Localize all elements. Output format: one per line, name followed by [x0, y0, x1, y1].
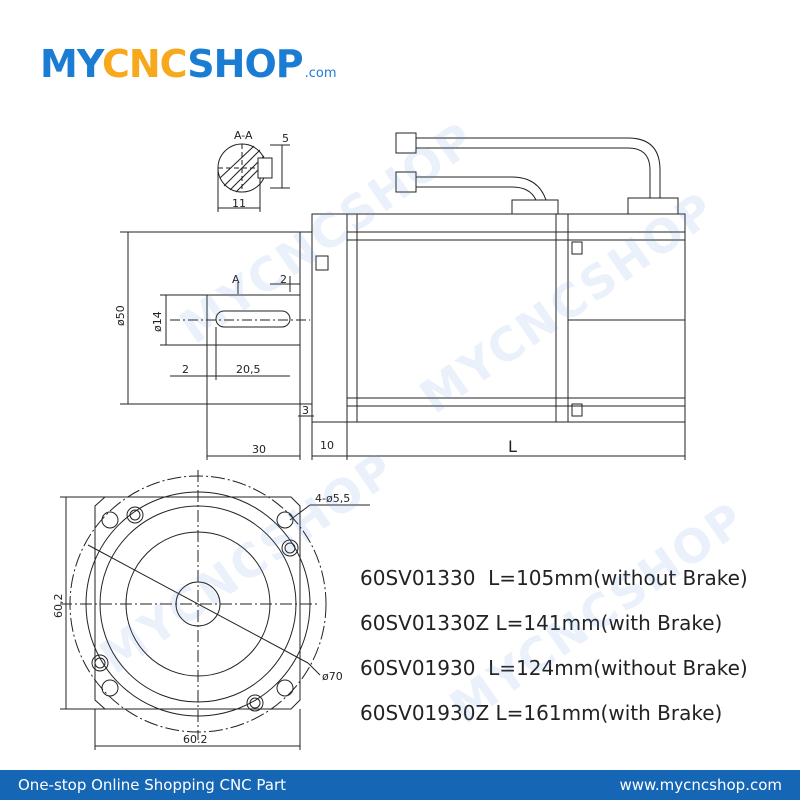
spec-item: 60SV01930Z L=161mm(with Brake) — [360, 701, 723, 725]
dim-key-depth: 11 — [232, 197, 246, 210]
logo-suffix: .com — [304, 66, 337, 81]
spec-list: 60SV01330 L=105mm(without Brake) 60SV013… — [360, 562, 748, 742]
footer-tagline: One-stop Online Shopping CNC Part — [18, 776, 287, 794]
dim-pcd: ø70 — [322, 670, 343, 683]
dim-square-width: 60.2 — [183, 733, 208, 746]
spec-item: 60SV01330 L=105mm(without Brake) — [360, 566, 748, 590]
footer-bar: One-stop Online Shopping CNC Part www.my… — [0, 770, 800, 800]
logo-my: MY — [40, 42, 103, 86]
dim-shaft-dia: ø14 — [151, 311, 164, 332]
dim-flange-step: 3 — [302, 404, 309, 417]
dim-flange-dia: ø50 — [114, 305, 127, 326]
footer-website-link[interactable]: www.mycncshop.com — [619, 776, 782, 794]
logo-cnc: CNC — [101, 42, 188, 86]
dim-square-height: 60,2 — [52, 594, 65, 619]
dim-body-length: L — [508, 437, 517, 456]
dim-key-offset: 2 — [280, 273, 287, 286]
logo-shop: SHOP — [187, 42, 303, 86]
spec-item: 60SV01930 L=124mm(without Brake) — [360, 656, 748, 680]
dim-key-length: 20,5 — [236, 363, 261, 376]
section-label: A-A — [234, 129, 253, 142]
brand-logo: MYCNCSHOP.com — [40, 42, 337, 86]
dim-flange-thickness: 10 — [320, 439, 334, 452]
dim-key-width: 5 — [282, 132, 289, 145]
spec-item: 60SV01330Z L=141mm(with Brake) — [360, 611, 723, 635]
dim-key-step: 2 — [182, 363, 189, 376]
dim-holes: 4-ø5,5 — [315, 492, 350, 505]
section-arrow-label: A — [232, 273, 240, 286]
dim-shaft-length: 30 — [252, 443, 266, 456]
